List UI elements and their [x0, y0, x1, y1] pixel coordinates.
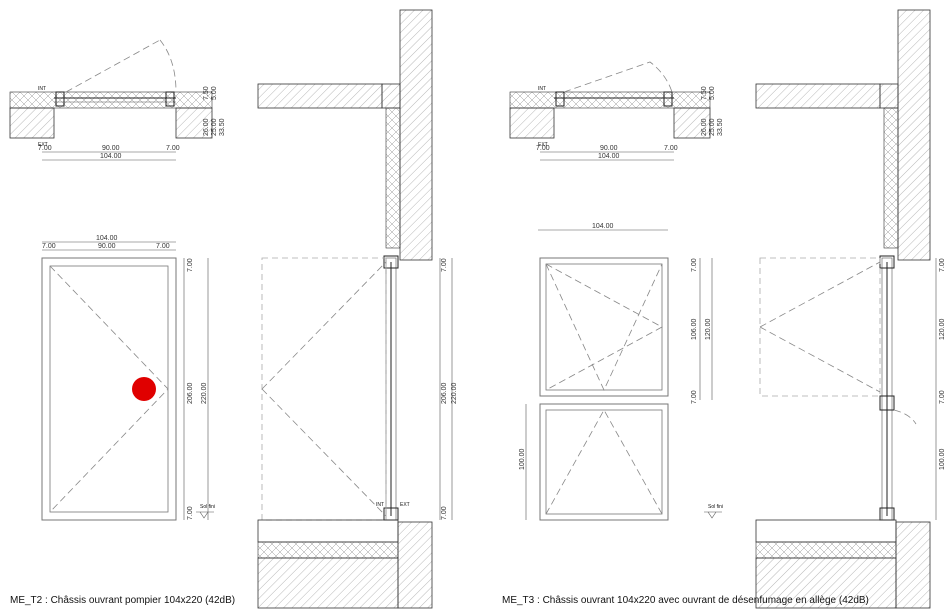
dim: 25.00	[709, 118, 716, 136]
dim: 7.00	[691, 390, 698, 404]
dim: 100.00	[939, 448, 946, 470]
left-section-ext-label: EXT	[400, 502, 410, 508]
right-elevation-view: 104.00 7.00 106.00 120.00 7.00 100.00 So…	[519, 223, 723, 521]
dim: 7.00	[691, 258, 698, 272]
dim: 220.00	[201, 382, 208, 404]
dim: 90.00	[98, 243, 116, 250]
dim: 104.00	[96, 235, 118, 242]
dim: 7.00	[939, 258, 946, 272]
dim: 25.00	[211, 118, 218, 136]
left-plan-int-label: INT	[38, 86, 46, 92]
right-plan-ext-label: EXT	[538, 142, 548, 148]
dim: 206.00	[441, 382, 448, 404]
dim: 5.00	[709, 86, 716, 100]
dim: 7.00	[187, 506, 194, 520]
dim: 7.00	[38, 145, 52, 152]
dim: 33.50	[717, 118, 724, 136]
dim: 104.00	[592, 223, 614, 230]
dim: 26.00	[203, 118, 210, 136]
left-floor-label: Sol fini	[200, 504, 215, 510]
dim: 7.00	[42, 243, 56, 250]
dim: 220.00	[451, 382, 458, 404]
right-plan-side-dims: 7.50 5.00 26.00 25.00 33.50	[701, 86, 724, 136]
right-caption: ME_T3 : Châssis ouvrant 104x220 avec ouv…	[502, 595, 869, 606]
dim: 5.00	[211, 86, 218, 100]
left-section-view: INT EXT 7.00 206.00 220.00 7.00	[257, 9, 458, 609]
left-plan-view: INT EXT 7.50 5.00 26.00 25.00 33.50 7.00…	[9, 39, 226, 161]
right-plan-view: INT EXT 7.50 5.00 26.00 25.00 33.50 7.00…	[509, 61, 724, 161]
left-elevation-view: 104.00 7.00 90.00 7.00 7.00 206.00 220.0…	[41, 235, 215, 521]
dim: 7.00	[939, 390, 946, 404]
dim: 7.00	[156, 243, 170, 250]
dim: 7.00	[187, 258, 194, 272]
dim: 7.00	[166, 145, 180, 152]
dim: 206.00	[187, 382, 194, 404]
dim: 7.00	[441, 506, 448, 520]
dim: 120.00	[705, 318, 712, 340]
dim: 120.00	[939, 318, 946, 340]
right-sheet: INT EXT 7.50 5.00 26.00 25.00 33.50 7.00…	[509, 9, 946, 609]
dim: 90.00	[102, 145, 120, 152]
left-section-int-label: INT	[376, 502, 384, 508]
red-marker-dot	[132, 377, 156, 401]
dim: 7.00	[536, 145, 550, 152]
left-plan-ext-label: EXT	[38, 142, 48, 148]
right-floor-label: Sol fini	[708, 504, 723, 510]
right-section-view: 7.00 120.00 7.00 100.00	[755, 9, 946, 609]
dim: 33.50	[219, 118, 226, 136]
right-plan-total-dim: 104.00	[598, 153, 620, 160]
right-plan-int-label: INT	[538, 86, 546, 92]
dim: 7.00	[441, 258, 448, 272]
dim: 26.00	[701, 118, 708, 136]
dim: 106.00	[691, 318, 698, 340]
left-caption: ME_T2 : Châssis ouvrant pompier 104x220 …	[10, 595, 236, 606]
dim: 7.50	[701, 86, 708, 100]
left-sheet: INT EXT 7.50 5.00 26.00 25.00 33.50 7.00…	[9, 9, 458, 609]
dim: 7.00	[664, 145, 678, 152]
dim: 100.00	[519, 448, 526, 470]
left-plan-total-dim: 104.00	[100, 153, 122, 160]
dim: 90.00	[600, 145, 618, 152]
left-plan-side-dims: 7.50 5.00 26.00 25.00 33.50	[203, 86, 226, 136]
dim: 7.50	[203, 86, 210, 100]
